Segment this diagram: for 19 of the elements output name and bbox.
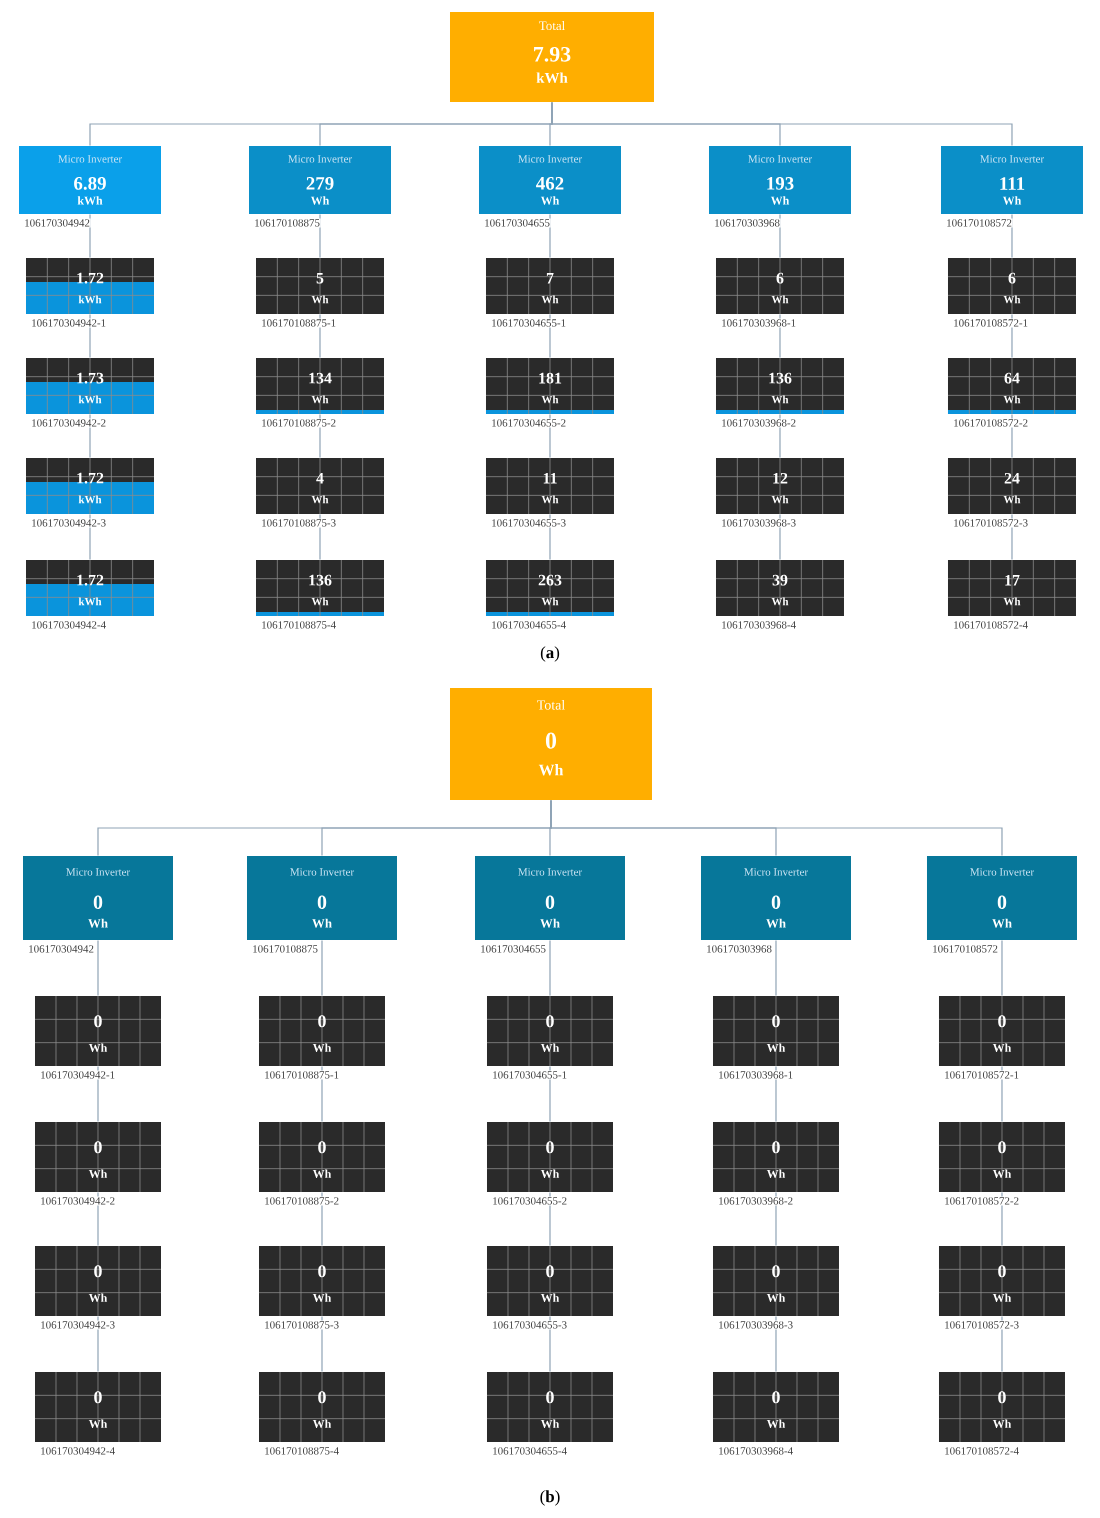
connector-line [549, 939, 551, 997]
connector-line [549, 1065, 551, 1123]
connector-line [549, 1315, 551, 1373]
connector-line [1001, 939, 1003, 997]
connector-line [97, 939, 99, 997]
connector-line [97, 1315, 99, 1373]
connector-line [775, 1065, 777, 1123]
connector-line [551, 101, 1013, 147]
connector-line [1001, 1315, 1003, 1373]
connector-line [97, 1065, 99, 1123]
panel-label: (b) [540, 1490, 560, 1506]
connector-line [775, 1315, 777, 1373]
connector-line [775, 939, 777, 997]
connector-line [321, 1315, 323, 1373]
connector-line [321, 939, 323, 997]
panel-label: (a) [540, 646, 560, 662]
connector-line [321, 1065, 323, 1123]
connector-line [550, 799, 1003, 857]
connector-line [1001, 1065, 1003, 1123]
